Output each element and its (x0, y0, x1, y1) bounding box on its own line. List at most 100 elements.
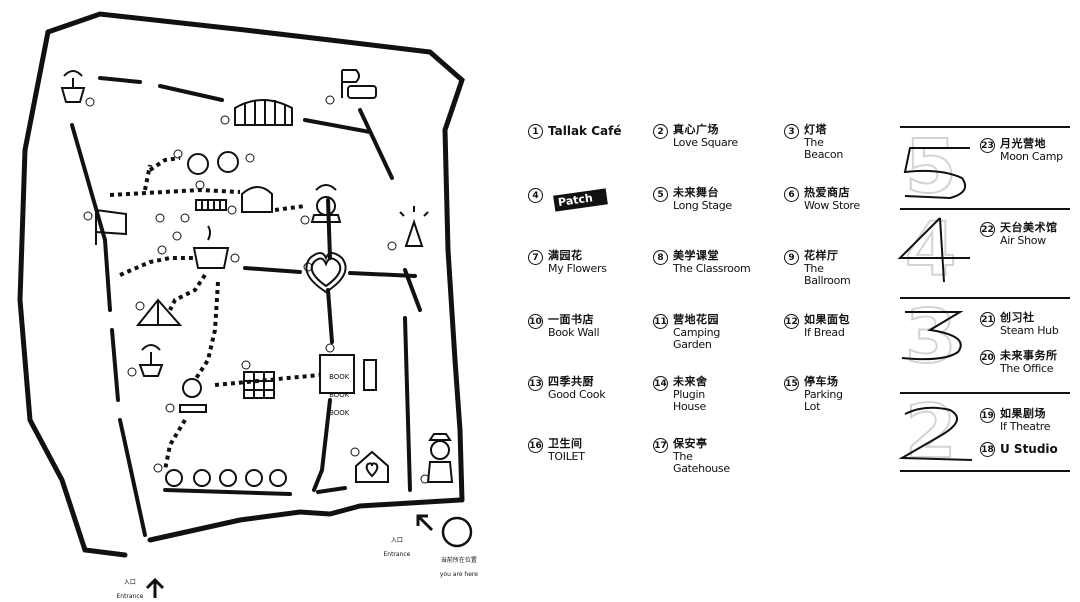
legend-en: Book Wall (548, 326, 600, 339)
legend-en: The Beacon (804, 136, 844, 161)
legend-zh: 四季共厨 (548, 375, 594, 388)
guard-icon (426, 433, 454, 483)
coffee-cup-icon (192, 225, 230, 269)
legend-number: 17 (653, 438, 668, 453)
legend-number: 1 (528, 124, 543, 139)
legend-number: 15 (784, 376, 799, 391)
legend-zh: 停车场 (804, 375, 839, 388)
legend-number: 11 (653, 314, 668, 329)
desk-icon (195, 199, 227, 211)
legend-en: Good Cook (548, 388, 606, 401)
legend-zh: 灯塔 (804, 123, 827, 136)
toilet-icon (187, 151, 239, 175)
legend-en: Camping Garden (673, 326, 721, 351)
book-text-3: BOOK (329, 409, 350, 417)
legend-zh: 未来舍 (673, 375, 708, 388)
floor-number-3: 3 (904, 294, 957, 380)
here-zh: 当前所在位置 (440, 557, 477, 564)
legend-zh: 未来舞台 (673, 186, 719, 199)
book-label: BOOK BOOK BOOK (320, 364, 354, 418)
entrance-label: 入口 Entrance (108, 572, 148, 600)
legend-number: 6 (784, 187, 799, 202)
legend-zh: 月光营地 (1000, 137, 1046, 150)
parking-icon (341, 69, 377, 99)
legend-number: 8 (653, 250, 668, 265)
inner-walls (70, 76, 422, 537)
you-are-here-icon (441, 516, 473, 548)
beacon-icon (399, 206, 429, 247)
heart-icon (305, 252, 347, 294)
legend-en: Moon Camp (1000, 150, 1063, 163)
legend-number: 18 (980, 442, 995, 457)
legend-en: The Office (1000, 362, 1054, 375)
legend-number: 5 (653, 187, 668, 202)
legend-zh: 热爱商店 (804, 186, 850, 199)
legend-en: Wow Store (804, 199, 860, 212)
book-text-1: BOOK (329, 373, 350, 381)
legend-number: 9 (784, 250, 799, 265)
legend-en: If Theatre (1000, 420, 1051, 433)
legend-zh: 卫生间 (548, 437, 583, 450)
legend-en: Long Stage (673, 199, 732, 212)
floor-divider (900, 126, 1070, 128)
legend-number: 7 (528, 250, 543, 265)
entrance-zh: 入口 (123, 579, 136, 586)
floor-number-5: 5 (904, 124, 957, 210)
legend-zh: 花样厅 (804, 249, 839, 262)
legend-zh: 如果剧场 (1000, 407, 1046, 420)
legend-en: Plugin House (673, 388, 706, 413)
performers-icon (165, 469, 287, 487)
book-wall-icon (319, 354, 377, 394)
legend-en: Tallak Café (548, 124, 622, 138)
greenhouse-icon (234, 99, 293, 126)
legend-en: My Flowers (548, 262, 607, 275)
legend-number: 12 (784, 314, 799, 329)
flower-icon (138, 344, 164, 377)
legend-en: Air Show (1000, 234, 1046, 247)
legend-zh: 美学课堂 (673, 249, 719, 262)
legend-number: 3 (784, 124, 799, 139)
legend-zh: 如果面包 (804, 313, 850, 326)
legend-en: U Studio (1000, 442, 1058, 456)
outer-boundary (17, 11, 465, 558)
legend-number: 13 (528, 376, 543, 391)
legend-number: 21 (980, 312, 995, 327)
floor-number-2: 2 (904, 389, 957, 475)
legend-en: Love Square (673, 136, 738, 149)
legend-zh: 满园花 (548, 249, 583, 262)
flower-pot-icon (60, 70, 86, 103)
legend-number: 16 (528, 438, 543, 453)
tent-icon (135, 298, 183, 326)
ballroom-grid-icon (243, 371, 275, 399)
legend-en: Parking Lot (804, 388, 843, 413)
dotted-walkways (109, 156, 321, 471)
entrance-en: Entrance (116, 593, 144, 600)
floor-divider (900, 297, 1070, 299)
legend-number: 19 (980, 408, 995, 423)
chef-icon (310, 184, 342, 223)
legend-number: 20 (980, 350, 995, 365)
legend-zh: 天台美术馆 (1000, 221, 1058, 234)
book-text-2: BOOK (329, 391, 350, 399)
floor-numeral-sketches (897, 147, 973, 461)
legend-zh: 保安亭 (673, 437, 708, 450)
legend-number: 14 (653, 376, 668, 391)
floor-divider (900, 208, 1070, 210)
classroom-icon (179, 378, 207, 413)
entrance-en-2: Entrance (383, 551, 411, 558)
map-markers (83, 95, 430, 484)
legend-number: 10 (528, 314, 543, 329)
legend-en: Steam Hub (1000, 324, 1059, 337)
legend-en: The Ballroom (804, 262, 851, 287)
floor-number-4: 4 (904, 207, 957, 293)
bread-icon (241, 186, 273, 213)
legend-zh: 未来事务所 (1000, 349, 1058, 362)
legend-number: 2 (653, 124, 668, 139)
legend-number: 22 (980, 222, 995, 237)
legend-number: 23 (980, 138, 995, 153)
legend-zh: 营地花园 (673, 313, 719, 326)
floor-divider (900, 392, 1070, 394)
legend-en: If Bread (804, 326, 845, 339)
floor-divider (900, 470, 1070, 472)
